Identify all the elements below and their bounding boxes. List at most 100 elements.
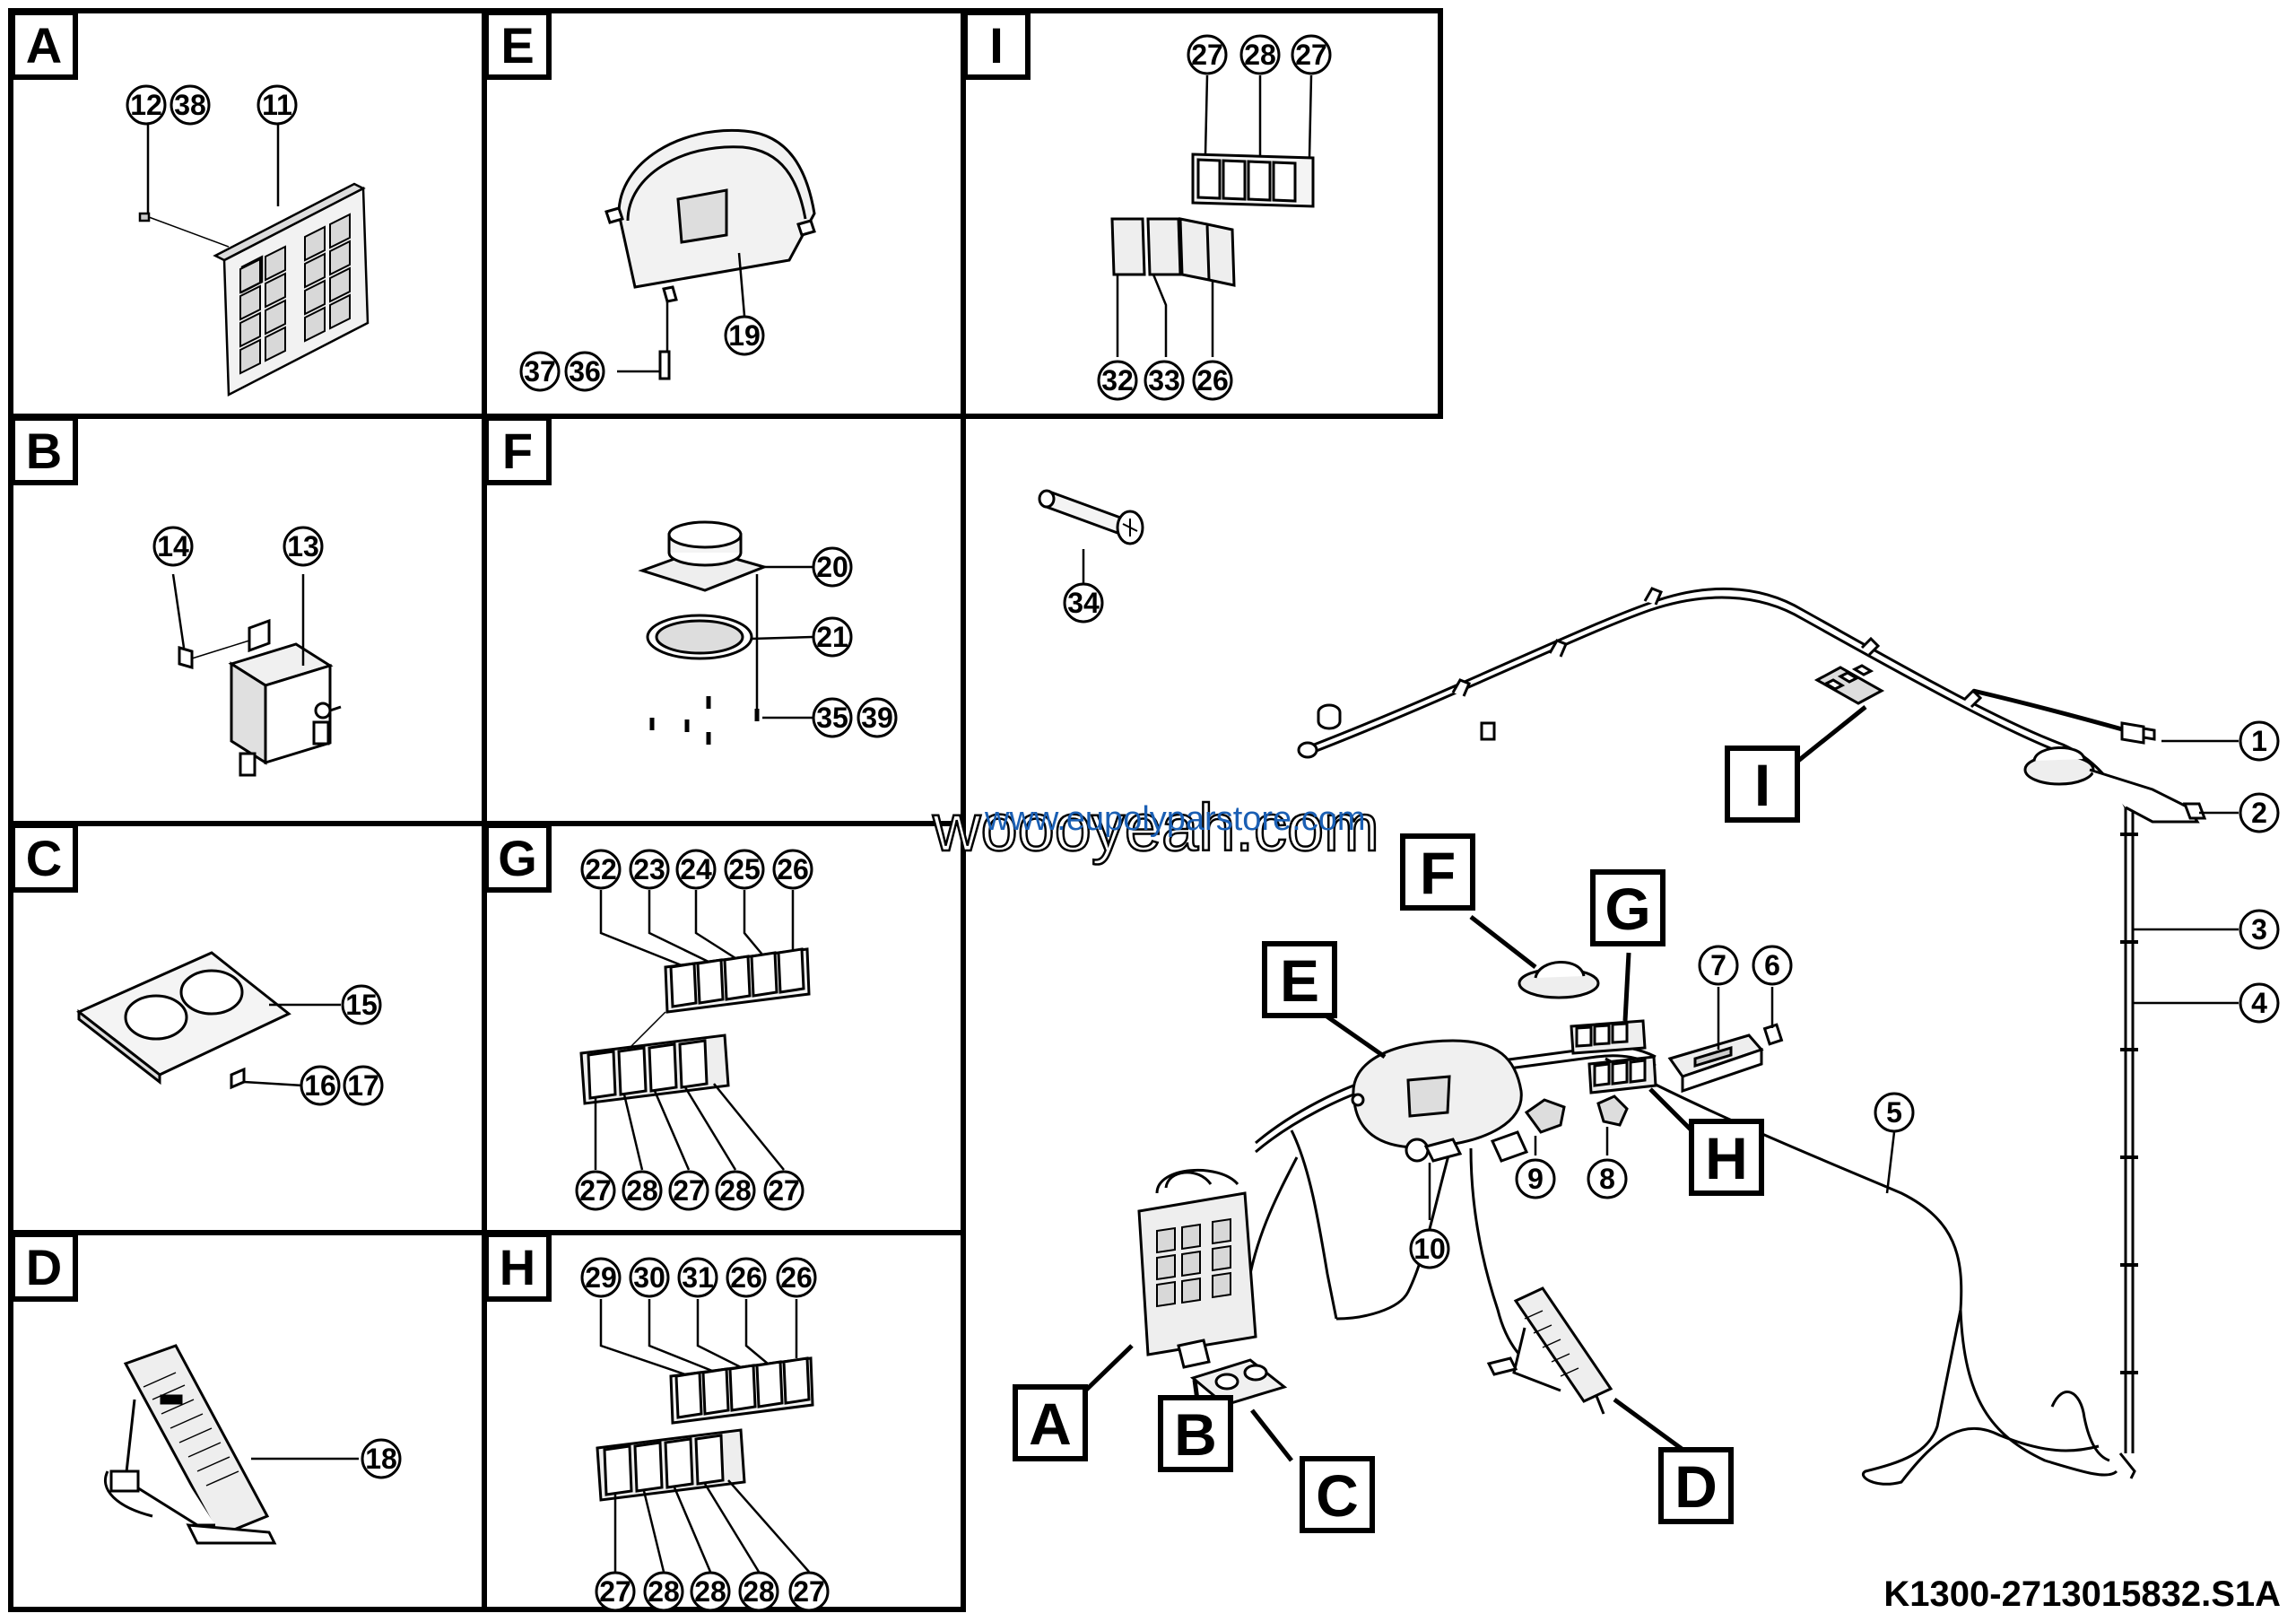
- panel-grid: [8, 8, 1443, 1612]
- ref-overview-3: 3: [2239, 909, 2280, 950]
- svg-text:20: 20: [816, 551, 848, 583]
- ref-h-28b: 28: [690, 1571, 731, 1612]
- svg-text:23: 23: [633, 853, 665, 885]
- ref-c-17: 17: [343, 1065, 384, 1106]
- callout-b: B: [1158, 1395, 1233, 1472]
- ref-g-25: 25: [724, 849, 765, 890]
- svg-text:24: 24: [680, 853, 712, 885]
- panel-letter-d: D: [10, 1232, 78, 1302]
- ref-overview-6: 6: [1752, 945, 1793, 986]
- svg-text:27: 27: [793, 1575, 825, 1608]
- ref-d-18: 18: [361, 1438, 402, 1479]
- panel-letter-h: H: [483, 1232, 552, 1302]
- reference-numbers: 12 38 11 14 13 15 16 17 18 37 36 19 20 2…: [126, 34, 2280, 1612]
- svg-text:35: 35: [816, 702, 848, 734]
- svg-text:5: 5: [1886, 1096, 1902, 1129]
- ref-i-32: 32: [1097, 360, 1138, 401]
- panel-letter-f: F: [483, 415, 552, 485]
- panel-letter: H: [500, 1239, 535, 1295]
- svg-text:27: 27: [768, 1174, 800, 1207]
- svg-text:11: 11: [262, 89, 292, 121]
- ref-h-28c: 28: [738, 1571, 779, 1612]
- ref-overview-7: 7: [1698, 945, 1739, 986]
- panel-letter-b: B: [10, 415, 78, 485]
- ref-f-21: 21: [812, 616, 853, 658]
- panel-a-leaders: [146, 123, 280, 214]
- overview-harness: [1245, 587, 2138, 1486]
- ref-overview-2: 2: [2239, 792, 2280, 833]
- ref-i-26: 26: [1192, 360, 1233, 401]
- ref-c-16: 16: [300, 1065, 341, 1106]
- svg-text:3: 3: [2251, 913, 2267, 946]
- ref-h-29: 29: [580, 1257, 622, 1298]
- svg-text:38: 38: [174, 89, 206, 121]
- panel-letter: G: [498, 830, 537, 886]
- panel-h-switches: [596, 1356, 814, 1502]
- svg-text:30: 30: [633, 1261, 665, 1294]
- panel-letter: C: [26, 830, 62, 886]
- svg-text:37: 37: [524, 355, 556, 388]
- panel-f-leaders: [751, 565, 813, 719]
- panel-f-speaker: [638, 520, 769, 745]
- svg-text:36: 36: [569, 355, 601, 388]
- svg-text:27: 27: [579, 1174, 612, 1207]
- panel-i-switches: [1110, 153, 1315, 287]
- svg-text:18: 18: [365, 1443, 397, 1475]
- svg-text:12: 12: [130, 89, 162, 121]
- callout-letter: F: [1420, 840, 1456, 906]
- svg-text:26: 26: [730, 1261, 762, 1294]
- ref-g-27b: 27: [668, 1170, 709, 1211]
- svg-text:1: 1: [2251, 725, 2267, 757]
- callout-e: E: [1262, 941, 1337, 1018]
- ref-g-27a: 27: [575, 1170, 616, 1211]
- ref-c-15: 15: [341, 984, 382, 1025]
- svg-text:16: 16: [304, 1069, 336, 1102]
- ref-overview-5: 5: [1874, 1092, 1915, 1133]
- svg-text:28: 28: [719, 1174, 752, 1207]
- ref-a-11: 11: [257, 84, 298, 126]
- svg-text:8: 8: [1599, 1163, 1615, 1195]
- panel-g-leaders: [594, 890, 795, 1171]
- callout-letter: C: [1316, 1462, 1359, 1529]
- ref-e-37: 37: [519, 351, 561, 392]
- callout-letter: H: [1705, 1125, 1748, 1191]
- svg-text:21: 21: [816, 621, 848, 653]
- ref-i-33: 33: [1144, 360, 1185, 401]
- svg-text:10: 10: [1413, 1233, 1446, 1265]
- overview-callouts: A B C D E F G H I: [1013, 746, 1800, 1533]
- svg-text:39: 39: [861, 702, 893, 734]
- panel-h-leaders: [599, 1299, 810, 1573]
- panel-c-leaders: [243, 1003, 341, 1087]
- panel-g-switches: [579, 947, 811, 1105]
- svg-text:27: 27: [599, 1575, 631, 1608]
- ref-g-23: 23: [629, 849, 670, 890]
- panel-i-leaders: [1116, 74, 1313, 357]
- panel-d-pedal: [104, 1344, 277, 1545]
- panel-c-plate: [76, 951, 291, 1090]
- panel-letter: A: [26, 17, 62, 74]
- svg-text:13: 13: [287, 530, 319, 562]
- panel-letter: D: [26, 1239, 62, 1295]
- ref-a-12: 12: [126, 84, 167, 126]
- callout-d: D: [1658, 1447, 1734, 1524]
- ref-e-36: 36: [564, 351, 605, 392]
- panel-letter: E: [500, 17, 534, 74]
- ref-h-31: 31: [677, 1257, 718, 1298]
- figure-id: K1300-2713015832.S1A: [1883, 1574, 2281, 1614]
- panel-letter-a: A: [10, 10, 78, 80]
- panel-letter-g: G: [483, 823, 552, 893]
- ref-g-26: 26: [772, 849, 813, 890]
- ref-h-27a: 27: [595, 1571, 636, 1612]
- ref-g-27c: 27: [763, 1170, 804, 1211]
- callout-letter: G: [1605, 876, 1650, 942]
- svg-text:28: 28: [743, 1575, 775, 1608]
- svg-text:17: 17: [347, 1069, 379, 1102]
- svg-text:28: 28: [1244, 39, 1276, 71]
- svg-text:32: 32: [1101, 364, 1134, 397]
- ref-f-35: 35: [812, 697, 853, 738]
- overview-dash-components: [1038, 489, 1784, 1415]
- ref-overview-34: 34: [1063, 582, 1104, 624]
- ref-f-20: 20: [812, 546, 853, 588]
- panel-e-cluster: [604, 128, 816, 380]
